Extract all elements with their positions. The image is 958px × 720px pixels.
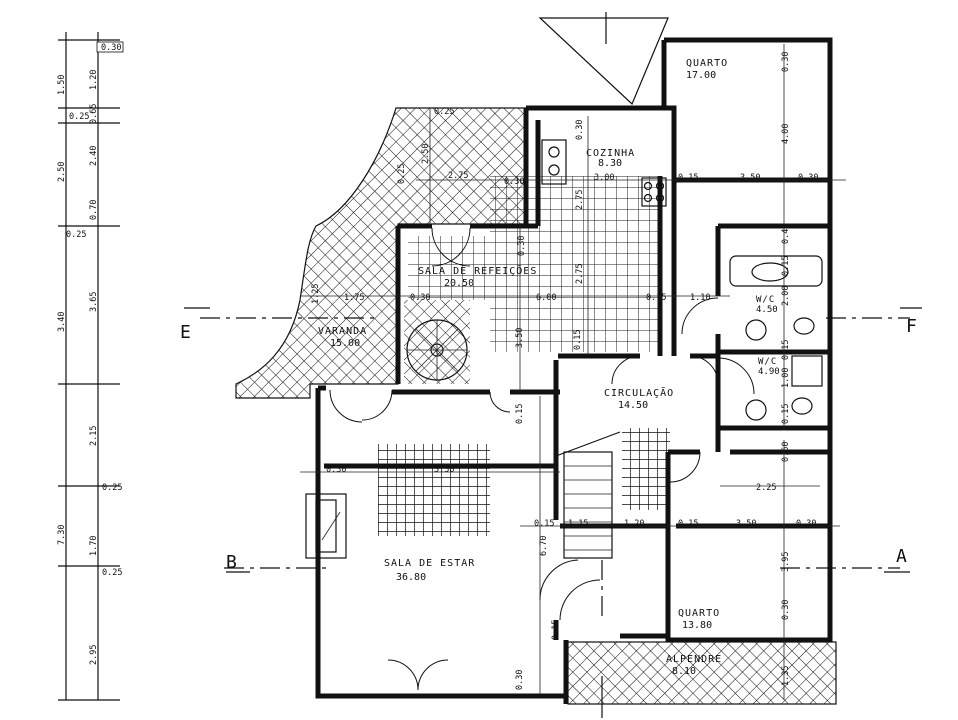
left-dim-label: 0.70	[89, 200, 99, 220]
room-area-quarto-top: 17.00	[686, 70, 716, 81]
dim-label: 0.30	[575, 120, 585, 140]
left-dim-label: 1.70	[89, 536, 99, 556]
dim-label: 0.15	[678, 519, 698, 529]
dim-label: 4.00	[781, 124, 791, 144]
dim-label: 3.50	[736, 519, 756, 529]
dim-label: 1.25	[311, 284, 321, 304]
dim-label: 0.15	[573, 330, 583, 350]
dim-label: 5.50	[434, 465, 454, 475]
dim-label: 3.00	[594, 173, 614, 183]
dim-label: 0.15	[515, 404, 525, 424]
left-dim-label: 2.40	[89, 146, 99, 166]
room-area-wc2: 4.90	[758, 367, 780, 377]
left-dim-label: 0.25	[66, 230, 86, 240]
dim-label: 2.75	[575, 190, 585, 210]
dim-label: 0.60	[781, 442, 791, 462]
left-dim-label: 0.25	[69, 112, 89, 122]
dim-label: 1.00	[781, 368, 791, 388]
dim-label: 0.30	[504, 177, 524, 187]
room-area-varanda: 15.00	[330, 338, 360, 349]
left-dim-label: 1.20	[89, 70, 99, 90]
dim-label: 0.30	[781, 600, 791, 620]
dim-label: 0.15	[551, 620, 561, 640]
dim-label: 2.00	[781, 286, 791, 306]
dim-label: 0.15	[781, 256, 791, 276]
room-labels: QUARTO 17.00 COZINHA 8.30 SALA DE REFEIÇ…	[318, 58, 780, 677]
doors	[329, 227, 755, 691]
dim-label: 1.35	[781, 666, 791, 686]
fixtures	[305, 139, 823, 559]
left-dim-label: 2.15	[89, 426, 99, 446]
left-dim-label: 3.40	[57, 312, 67, 332]
dim-label: 0.15	[781, 340, 791, 360]
room-name-quarto-bottom: QUARTO	[678, 608, 720, 619]
dimension-lines	[300, 44, 846, 700]
left-dim-label: 7.30	[57, 525, 67, 545]
dim-label: 0.25	[434, 107, 454, 117]
horizontal-dimensions: 0.25 2.75 0.30 3.00 0.15 3.50 0.30 1.75 …	[326, 107, 818, 529]
room-area-circulacao: 14.50	[618, 400, 648, 411]
room-name-alpendre: ALPENDRE	[666, 654, 722, 665]
dim-label: 0.25	[397, 164, 407, 184]
dim-label: 0.30	[410, 293, 430, 303]
section-mark-f: F	[906, 316, 917, 337]
left-dimension-ruler: 0.30 1.50 1.20 0.25 0.65 2.50 2.40 0.70 …	[57, 32, 124, 701]
dim-label: 1.75	[344, 293, 364, 303]
dim-label: 0.30	[781, 52, 791, 72]
room-area-cozinha: 8.30	[598, 158, 622, 169]
room-area-sala-refeicoes: 20.50	[444, 278, 474, 289]
dim-label: 3.50	[740, 173, 760, 183]
dim-label: 1.10	[690, 293, 710, 303]
dim-label: 1.15	[568, 519, 588, 529]
room-area-wc1: 4.50	[756, 305, 778, 315]
dim-label: 0.30	[515, 670, 525, 690]
room-name-sala-estar: SALA DE ESTAR	[384, 558, 475, 569]
section-mark-e: E	[180, 322, 191, 343]
room-name-wc2: W/C	[758, 357, 777, 367]
dim-label: 0.15	[534, 519, 554, 529]
room-name-varanda: VARANDA	[318, 326, 367, 337]
dim-label: 0.30	[517, 236, 527, 256]
dim-label: 6.00	[536, 293, 556, 303]
left-dim-label: 0.30	[101, 43, 121, 53]
dim-label: 2.25	[756, 483, 776, 493]
dim-label: 2.75	[575, 264, 585, 284]
room-name-quarto-top: QUARTO	[686, 58, 728, 69]
dim-label: 0.40	[781, 224, 791, 244]
dim-label: 1.20	[624, 519, 644, 529]
section-marks: E F B A	[180, 316, 917, 573]
left-dim-label: 2.95	[89, 645, 99, 665]
vertical-dimensions: 0.30 4.00 0.30 2.50 0.25 2.75 2.75 0.30 …	[311, 52, 791, 690]
room-name-sala-refeicoes: SALA DE REFEIÇÕES	[418, 264, 537, 277]
floor-tiles	[378, 176, 670, 536]
dim-label: 0.30	[326, 465, 346, 475]
section-mark-b: B	[226, 552, 237, 573]
dim-label: 2.50	[421, 144, 431, 164]
left-dim-label: 1.50	[57, 75, 67, 95]
dim-label: 0.15	[678, 173, 698, 183]
section-mark-a: A	[896, 546, 907, 567]
dim-label: 3.50	[515, 328, 525, 348]
dim-label: 6.70	[539, 536, 549, 556]
dim-label: 0.15	[781, 404, 791, 424]
left-dim-label: 0.25	[102, 483, 122, 493]
left-dim-label: 0.25	[102, 568, 122, 578]
room-name-cozinha: COZINHA	[586, 148, 635, 159]
room-area-sala-estar: 36.80	[396, 572, 426, 583]
dim-label: 0.30	[798, 173, 818, 183]
room-name-circulacao: CIRCULAÇÃO	[604, 386, 674, 399]
dim-label: 2.75	[448, 171, 468, 181]
dim-label: 0.15	[646, 293, 666, 303]
dim-label: 0.30	[796, 519, 816, 529]
stairs	[406, 319, 621, 559]
section-lines	[184, 12, 922, 718]
left-dim-label: 3.65	[89, 292, 99, 312]
left-dim-label: 2.50	[57, 162, 67, 182]
room-name-wc1: W/C	[756, 295, 775, 305]
room-area-quarto-bottom: 13.80	[682, 620, 712, 631]
left-dim-label: 0.65	[89, 104, 99, 124]
room-area-alpendre: 8.10	[672, 666, 696, 677]
dim-label: 3.95	[781, 552, 791, 572]
